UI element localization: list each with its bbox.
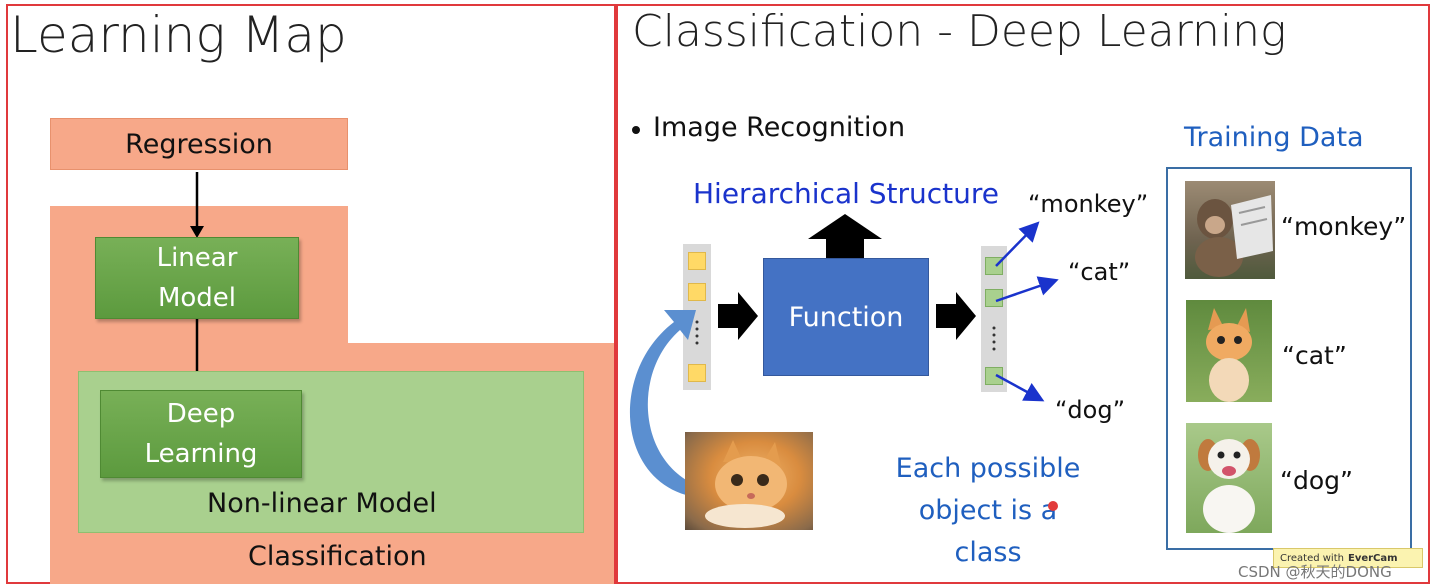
puppy-icon — [1198, 439, 1260, 533]
input-ellipsis — [695, 320, 699, 345]
output-ellipsis — [992, 326, 996, 351]
nonlinear-label: Non-linear Model — [207, 488, 437, 519]
bullet-dot — [632, 126, 640, 134]
right-title: Classification - Deep Learning — [632, 6, 1287, 57]
cat-face-icon — [705, 440, 787, 528]
input-cell — [688, 252, 706, 270]
linear-model-box: Linear Model — [95, 237, 299, 319]
function-box: Function — [763, 258, 929, 376]
training-label-cat: “cat” — [1282, 341, 1347, 370]
output-label-dog: “dog” — [1055, 396, 1126, 424]
training-label-dog: “dog” — [1280, 466, 1353, 495]
output-label-monkey: “monkey” — [1028, 190, 1149, 218]
output-cell — [985, 257, 1003, 275]
input-cat-image — [685, 432, 813, 530]
function-label: Function — [788, 301, 904, 333]
training-title: Training Data — [1184, 122, 1364, 153]
right-arrow-icon — [936, 292, 976, 340]
bullet-text: Image Recognition — [653, 112, 906, 143]
curved-arrow-icon — [629, 310, 696, 495]
evercam-prefix: Created with — [1280, 552, 1344, 564]
training-dog-image — [1186, 423, 1272, 533]
hierarchical-label: Hierarchical Structure — [693, 177, 1000, 210]
deep-learning-label: Deep Learning — [144, 399, 258, 469]
evercam-watermark: Created with EverCam — [1273, 548, 1423, 568]
output-label-cat: “cat” — [1068, 258, 1131, 286]
deep-learning-box: Deep Learning — [100, 390, 302, 478]
regression-label: Regression — [125, 128, 273, 160]
input-cell — [688, 364, 706, 382]
classification-label: Classification — [248, 541, 427, 572]
training-monkey-image — [1185, 181, 1275, 279]
up-arrow-icon — [808, 214, 882, 266]
output-arrows — [995, 221, 1059, 402]
right-arrow-icon — [718, 292, 758, 340]
laser-pointer-dot — [1048, 501, 1058, 511]
monkey-icon — [1195, 195, 1273, 277]
input-cell — [688, 283, 706, 301]
kitten-icon — [1206, 308, 1252, 402]
training-cat-image — [1186, 300, 1272, 402]
training-label-monkey: “monkey” — [1281, 212, 1407, 241]
linear-model-label: Linear Model — [156, 243, 238, 313]
left-title: Learning Map — [10, 6, 347, 64]
each-class-text: Each possible object is a class — [895, 453, 1081, 568]
output-cell — [985, 367, 1003, 385]
regression-box: Regression — [50, 118, 348, 170]
csdn-watermark: CSDN @秋天的DONG — [1238, 563, 1392, 581]
evercam-brand: EverCam — [1347, 552, 1398, 564]
right-panel — [616, 4, 1430, 584]
